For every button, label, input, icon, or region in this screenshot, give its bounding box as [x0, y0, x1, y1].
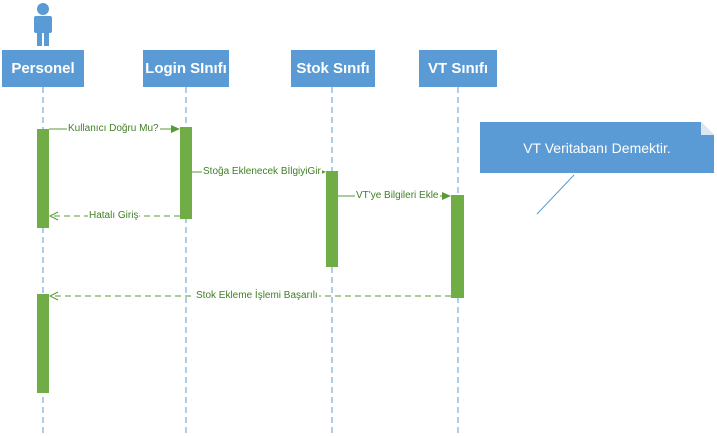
- message-label-2: Stoğa Eklenecek BİlgiyiGir: [202, 166, 322, 178]
- note-box: VT Veritabanı Demektir.: [480, 122, 714, 173]
- activation-bar-vt: [451, 195, 464, 298]
- activation-bar-login: [180, 127, 192, 219]
- message-label-3: Hatalı Giriş: [88, 210, 140, 222]
- message-label-1: Kullanıcı Doğru Mu?: [67, 123, 160, 135]
- lifeline-header-login: Login SInıfı: [143, 50, 229, 87]
- person-icon: [34, 3, 52, 46]
- note-text: VT Veritabanı Demektir.: [523, 139, 671, 156]
- lifeline-header-vt: VT Sınıfı: [419, 50, 497, 87]
- activation-bar-stok: [326, 171, 338, 267]
- message-label-5: Stok Ekleme İşlemi Başarılı: [195, 290, 319, 302]
- activation-bar-personel-2: [37, 294, 49, 393]
- activation-bar-personel-1: [37, 129, 49, 228]
- message-label-4: VT'ye Bilgileri Ekle: [355, 190, 440, 202]
- lifeline-header-stok: Stok Sınıfı: [291, 50, 375, 87]
- lifeline-header-personel: Personel: [2, 50, 84, 87]
- note-callout-line: [536, 174, 575, 215]
